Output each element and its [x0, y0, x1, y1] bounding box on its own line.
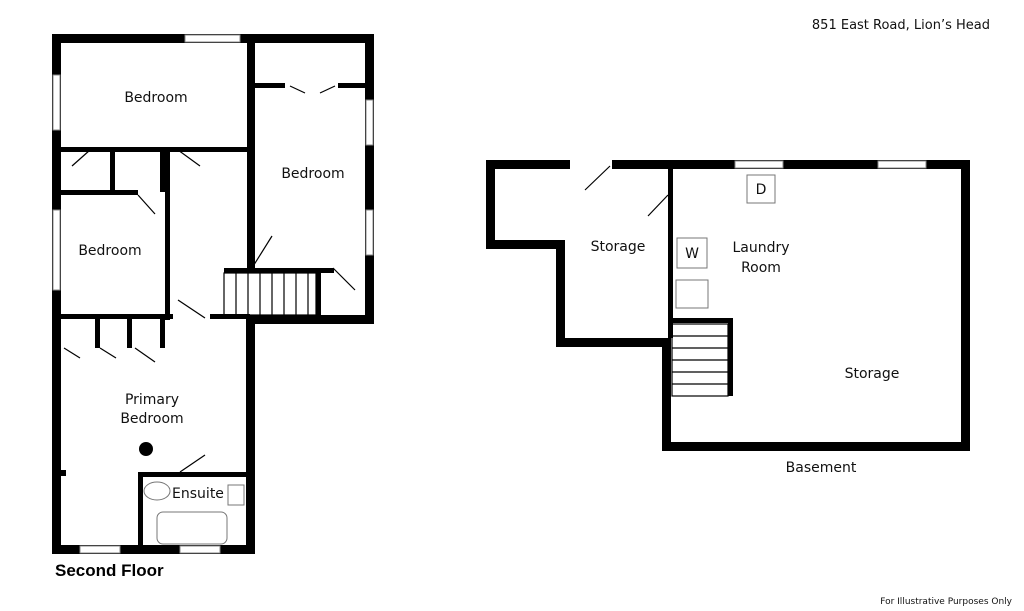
wall	[556, 240, 565, 346]
wall	[662, 338, 671, 451]
window	[79, 545, 121, 554]
wall	[165, 150, 170, 320]
post-icon	[139, 442, 153, 456]
room-label-bedroom-right: Bedroom	[281, 166, 344, 182]
wall	[138, 472, 143, 550]
wall	[224, 268, 334, 273]
wall	[127, 318, 132, 348]
room-label-laundry-line1: Laundry	[732, 240, 789, 256]
wall	[95, 318, 100, 348]
wall	[365, 34, 374, 324]
wall	[338, 83, 368, 88]
wall	[52, 545, 255, 554]
window	[52, 209, 61, 291]
laundry-sink-icon	[675, 279, 709, 309]
wall	[58, 190, 138, 195]
second-floor-title: Second Floor	[55, 561, 164, 580]
wall	[210, 314, 250, 319]
wall	[247, 40, 255, 270]
wall	[52, 34, 61, 554]
wall	[58, 147, 253, 152]
room-label-primary-line2: Bedroom	[120, 411, 183, 427]
wall	[160, 318, 165, 348]
wall	[138, 472, 248, 477]
wall	[961, 160, 970, 451]
wall	[728, 318, 733, 396]
doors	[584, 165, 669, 217]
wall	[160, 150, 165, 192]
window	[877, 160, 927, 169]
dryer-label: D	[756, 182, 767, 198]
room-label-ensuite: Ensuite	[172, 486, 224, 502]
window	[52, 74, 61, 131]
property-address: 851 East Road, Lion’s Head	[812, 18, 990, 33]
basement-plan: D W Storage Laundry Room Storage Basemen…	[486, 160, 970, 476]
room-label-bedroom-top: Bedroom	[124, 90, 187, 106]
wall	[246, 315, 374, 324]
window	[365, 99, 374, 146]
wall	[486, 160, 970, 169]
wall	[668, 166, 673, 338]
washer-icon	[676, 237, 708, 269]
wall	[58, 314, 173, 319]
disclaimer: For Illustrative Purposes Only	[880, 597, 1012, 607]
window	[184, 34, 241, 43]
second-floor-plan: Bedroom Bedroom Bedroom Primary Bedroom …	[52, 34, 374, 580]
room-label-bedroom-left: Bedroom	[78, 243, 141, 259]
stairs	[671, 323, 729, 397]
room-label-primary-line1: Primary	[125, 392, 179, 408]
basement-title: Basement	[786, 460, 857, 476]
wall	[58, 470, 66, 476]
dryer-icon	[746, 174, 776, 204]
bathtub-icon	[156, 511, 228, 545]
toilet-icon	[143, 481, 171, 501]
wall	[255, 83, 285, 88]
room-label-storage-large: Storage	[845, 366, 900, 382]
wall	[110, 150, 115, 192]
door-opening	[570, 160, 612, 169]
wall	[486, 240, 561, 249]
wall	[662, 442, 970, 451]
window	[365, 209, 374, 256]
stairs	[223, 272, 317, 316]
wall	[246, 315, 255, 554]
window	[734, 160, 784, 169]
sink-icon	[227, 484, 245, 506]
room-label-storage-small: Storage	[591, 239, 646, 255]
washer-label: W	[685, 246, 699, 262]
window	[179, 545, 221, 554]
doors	[63, 85, 356, 473]
room-label-laundry-line2: Room	[741, 260, 781, 276]
wall	[486, 160, 495, 248]
wall	[556, 338, 671, 347]
wall	[316, 268, 321, 318]
wall	[668, 318, 730, 323]
